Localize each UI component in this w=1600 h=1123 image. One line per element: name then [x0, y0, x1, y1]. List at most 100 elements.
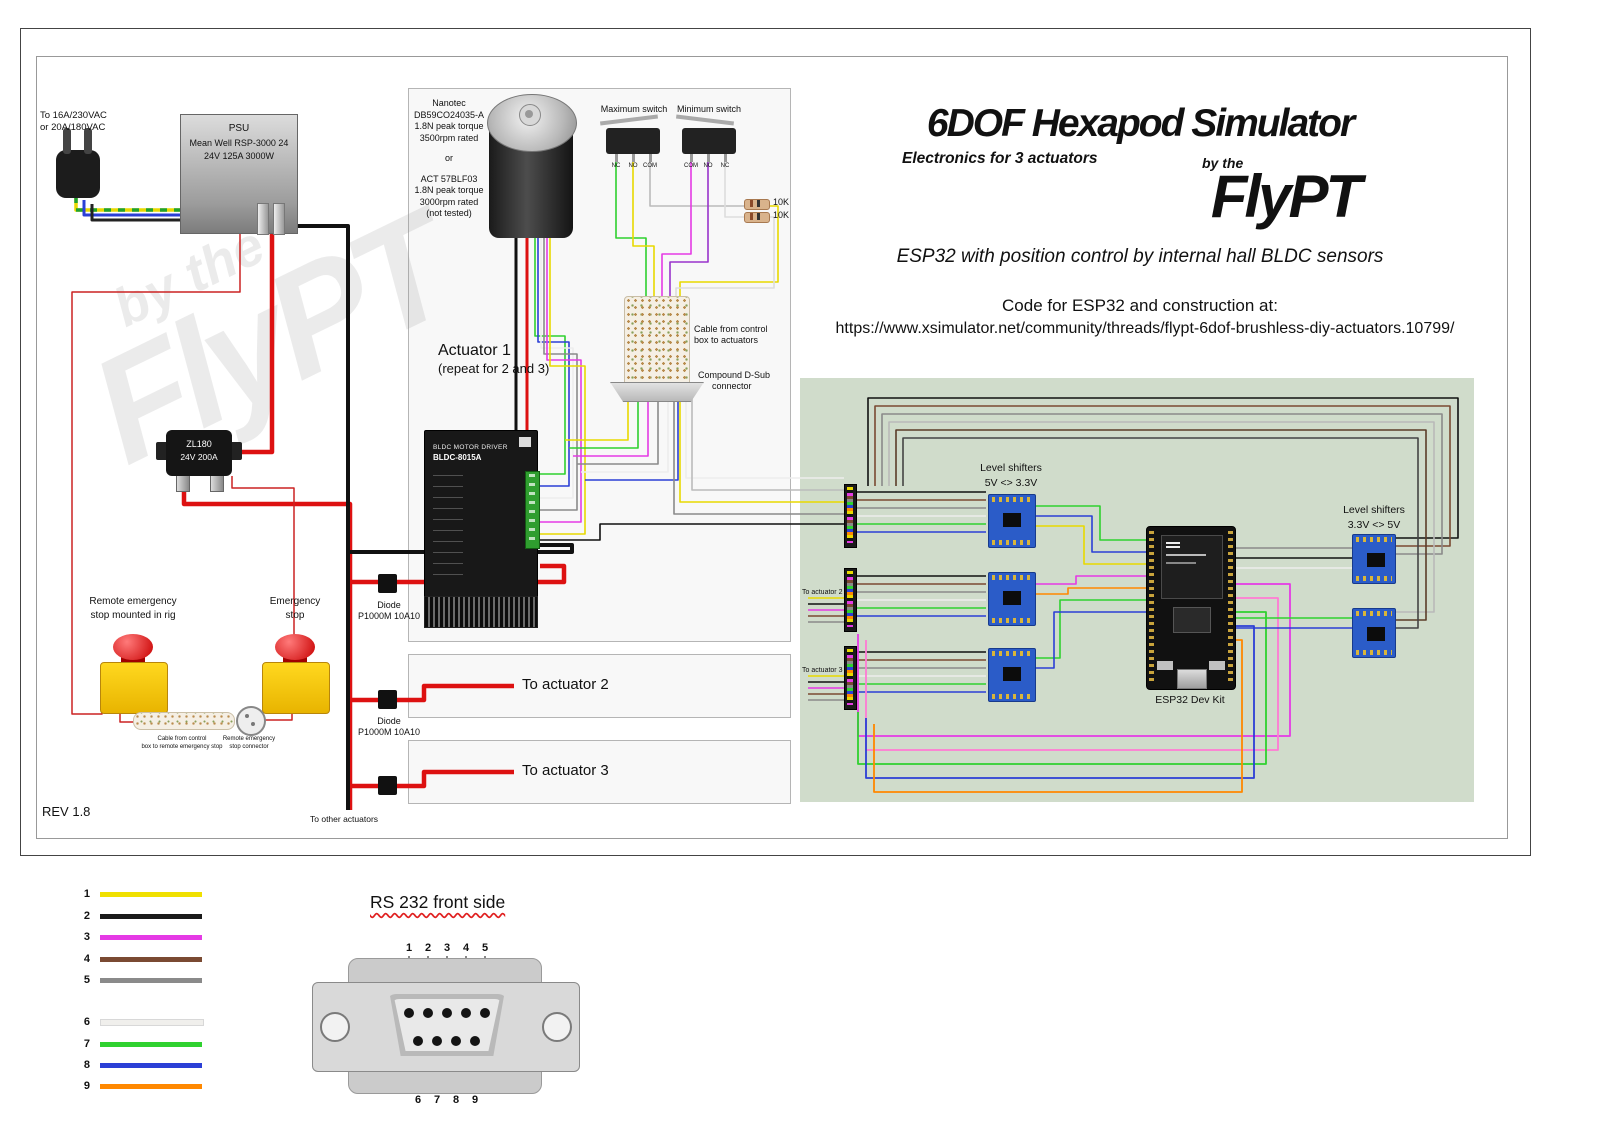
level-shifter-right-module1 — [1352, 534, 1396, 584]
page-title: 6DOF Hexapod Simulator — [926, 102, 1355, 145]
resistor2-icon — [744, 212, 770, 223]
estop-cable-sleeve — [133, 712, 235, 730]
contactor-leg-right — [210, 474, 224, 492]
revision-label: REV 1.8 — [42, 804, 91, 819]
contactor-label2: 24V 200A — [180, 452, 218, 462]
legend-row: 6 — [74, 1016, 204, 1028]
driver-heatsink — [424, 596, 538, 628]
estop-label1: Emergency — [269, 596, 321, 607]
tagline: ESP32 with position control by internal … — [896, 246, 1384, 267]
rs232-pin-8 — [451, 1036, 461, 1046]
rs232-pin-label-9: 9 — [471, 1094, 479, 1106]
estop-connector-label1: Remote emergency — [222, 736, 276, 742]
controller-to-actuator3-label: To actuator 3 — [802, 667, 843, 674]
esp32-label: ESP32 Dev Kit — [1155, 694, 1225, 706]
spec-line: (not tested) — [426, 208, 472, 218]
rs232-pin-7 — [432, 1036, 442, 1046]
rs232-pin-label-2: 2 — [424, 942, 432, 954]
mains-plug-icon — [56, 150, 100, 198]
max-pin-label-com: COM — [643, 163, 657, 169]
esp32-button-right — [1209, 661, 1225, 670]
mains-label-line1: To 16A/230VAC — [40, 110, 107, 121]
resistor1-icon — [744, 199, 770, 210]
rs232-pin-6 — [413, 1036, 423, 1046]
psu: PSU Mean Well RSP-3000 24 24V 125A 3000W — [180, 114, 298, 235]
legend-row: 4 — [74, 953, 202, 965]
spec-line: ACT 57BLF03 — [420, 173, 478, 184]
max-pin-label-no: NO — [628, 163, 638, 169]
estop-dome-icon — [275, 634, 315, 660]
psu-terminal-lug1 — [257, 203, 269, 235]
rs232-pin-label-7: 7 — [433, 1094, 441, 1106]
psu-terminal-lug2 — [273, 203, 285, 235]
plug-prong-left — [63, 128, 71, 154]
estop-label2: stop — [285, 610, 305, 621]
contactor-leg-left — [176, 474, 190, 492]
mains-label-line2: or 20A/180VAC — [40, 122, 106, 133]
diode2-label1: Diode — [377, 716, 401, 726]
cable-label1: Cable from control — [694, 324, 768, 334]
esp32-wifi-module — [1161, 535, 1223, 599]
rs232-pin-9 — [470, 1036, 480, 1046]
spec-line: 1.8N peak torque — [414, 185, 484, 195]
spec-line: DB59CO24035-A — [413, 109, 485, 120]
rs232-pin-label-3: 3 — [443, 942, 451, 954]
estop-body — [262, 662, 330, 714]
legend-number: 4 — [83, 953, 90, 965]
psu-label1: PSU — [228, 123, 250, 134]
rs232-pin-3 — [442, 1008, 452, 1018]
min-pin-label-no: NO — [703, 163, 713, 169]
level-shifters-right-label2: 3.3V <> 5V — [1347, 519, 1401, 531]
diode3-icon — [378, 776, 397, 795]
spec-line: 1.8N peak torque — [414, 121, 484, 131]
max-switch-pin — [632, 154, 635, 162]
actuator3-header — [844, 646, 857, 710]
level-shifter-module1 — [988, 494, 1036, 548]
min-pin-label-com: COM — [684, 163, 698, 169]
rs232-pin-2 — [423, 1008, 433, 1018]
psu-label2: Mean Well RSP-3000 24 — [189, 138, 289, 148]
rs232-pin-label-1: 1 — [405, 942, 413, 954]
diode2-icon — [378, 690, 397, 709]
max-switch-body — [606, 128, 660, 154]
min-switch-body — [682, 128, 736, 154]
resistor1-label: 10K — [773, 197, 790, 207]
max-pin-label-nc: NC — [611, 163, 621, 169]
esp32-button-left — [1157, 661, 1173, 670]
legend-number: 8 — [83, 1059, 90, 1071]
legend-number: 2 — [83, 910, 90, 922]
rs232-pin-1 — [404, 1008, 414, 1018]
controller-to-actuator2-label: To actuator 2 — [802, 589, 843, 596]
actuator-title: Actuator 1 — [438, 342, 511, 359]
legend-row: 8 — [74, 1059, 202, 1071]
max-switch-pin — [649, 154, 652, 162]
esp32-pin-row-right — [1228, 531, 1233, 683]
rs232-pin-4 — [461, 1008, 471, 1018]
rs232-screw-hole-right — [542, 1012, 572, 1042]
spec-line: 3500rpm rated — [419, 132, 479, 143]
driver-terminal-block — [525, 471, 540, 549]
actuator-cable-sleeve — [624, 296, 690, 398]
psu-label3: 24V 125A 3000W — [203, 151, 275, 161]
level-shifter-module3 — [988, 648, 1036, 702]
level-shifters-left-label1: Level shifters — [980, 462, 1042, 474]
legend-number: 7 — [83, 1038, 90, 1050]
diode2-label2: P1000M 10A10 — [357, 727, 421, 737]
max-switch-pin — [615, 154, 618, 162]
outer-frame — [20, 28, 1531, 856]
rs232-title: RS 232 front side — [370, 892, 506, 912]
contactor-label1: ZL180 — [186, 439, 212, 449]
actuator1-header — [844, 484, 857, 548]
legend-color-swatch — [100, 1062, 202, 1068]
code-url: https://www.xsimulator.net/community/thr… — [835, 320, 1455, 337]
legend-number: 9 — [83, 1080, 90, 1092]
to-other-actuators-label: To other actuators — [310, 814, 379, 824]
page-subtitle: Electronics for 3 actuators — [902, 150, 1098, 167]
legend-row: 1 — [74, 888, 202, 900]
esp32-chip — [1173, 607, 1211, 633]
esp32-board — [1146, 526, 1236, 690]
min-switch-pin — [707, 154, 710, 162]
estop-cable-label1: Cable from control — [157, 736, 207, 742]
legend-number: 3 — [83, 931, 90, 943]
